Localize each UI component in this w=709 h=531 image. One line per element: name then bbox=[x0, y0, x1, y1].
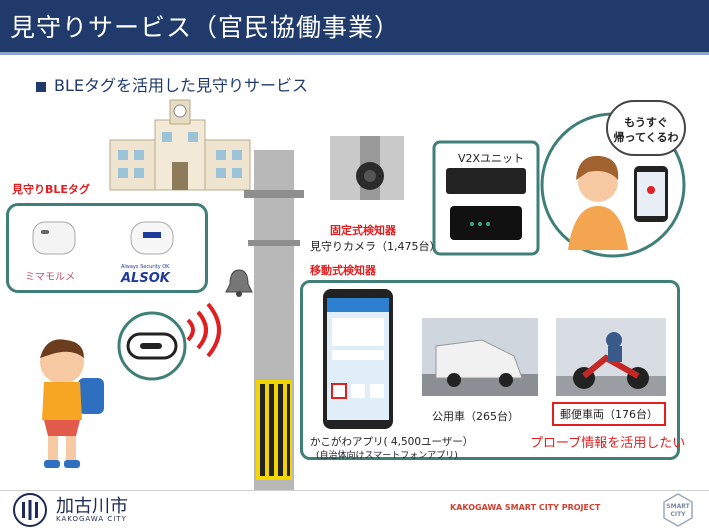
speech-bubble: もうすぐ 帰ってくるわ bbox=[606, 100, 686, 156]
probe-info-note: プローブ情報を活用したい bbox=[530, 436, 686, 451]
alsok-tag-icon bbox=[130, 221, 174, 255]
speech-line-2: 帰ってくるわ bbox=[613, 131, 679, 144]
header-bar: 見守りサービス（官民協働事業） bbox=[0, 0, 709, 52]
public-car-label: 公用車（265台） bbox=[432, 410, 519, 423]
fixed-detector-title: 固定式検知器 bbox=[330, 224, 396, 237]
public-car-photo bbox=[422, 318, 538, 396]
square-bullet-icon bbox=[36, 81, 46, 92]
child-illustration bbox=[40, 339, 104, 468]
kakogawa-city-logo-icon bbox=[13, 493, 47, 527]
camera-count-label: 見守りカメラ（1,475台） bbox=[310, 240, 441, 253]
footer-rule bbox=[0, 490, 709, 491]
postal-vehicle-label: 郵便車両（176台） bbox=[552, 402, 666, 426]
city-word: CITY bbox=[670, 511, 686, 518]
tag-closeup-circle bbox=[117, 311, 187, 381]
ble-tag-title: 見守りBLEタグ bbox=[12, 183, 90, 196]
wireless-signal-icon bbox=[186, 302, 221, 358]
city-name-english: KAKOGAWA CITY bbox=[56, 515, 127, 523]
app-sublabel: (自治体向けスマートフォンアプリ) bbox=[316, 451, 458, 461]
brand-alsok-small: Always Security OK bbox=[121, 264, 170, 270]
hexagon-icon bbox=[663, 493, 693, 527]
smart-word: SMART bbox=[666, 503, 690, 510]
ble-receiver-icon bbox=[225, 269, 253, 297]
speech-line-1: もうすぐ bbox=[624, 116, 668, 129]
app-label: かこがわアプリ( 4,500ユーザー） bbox=[310, 436, 474, 448]
v2x-unit-frame bbox=[432, 140, 540, 256]
city-name: 加古川市 bbox=[56, 496, 128, 517]
mobile-detector-title: 移動式検知器 bbox=[310, 264, 376, 277]
smart-city-logo: SMART CITY bbox=[660, 492, 696, 528]
parent-notification-illustration bbox=[540, 112, 686, 258]
section-subtitle: BLEタグを活用した見守りサービス bbox=[36, 72, 308, 96]
brand-mimamorume: ミマモルメ bbox=[25, 272, 75, 283]
header-rule bbox=[0, 52, 709, 55]
mimamorume-tag-icon bbox=[32, 221, 76, 255]
subtitle-text: BLEタグを活用した見守りサービス bbox=[54, 76, 309, 95]
ble-tag-frame: ミマモルメ Always Security OK ALSOK bbox=[6, 203, 208, 293]
page-title: 見守りサービス（官民協働事業） bbox=[10, 13, 401, 42]
postal-bike-photo bbox=[556, 318, 666, 396]
project-name: KAKOGAWA SMART CITY PROJECT bbox=[450, 503, 601, 512]
smartphone-app-screenshot bbox=[323, 289, 393, 429]
v2x-unit-label: V2Xユニット bbox=[458, 152, 525, 165]
utility-pole-illustration bbox=[244, 150, 304, 490]
brand-alsok: ALSOK bbox=[121, 271, 170, 286]
security-camera-photo bbox=[330, 136, 404, 200]
school-building-illustration bbox=[109, 99, 251, 191]
